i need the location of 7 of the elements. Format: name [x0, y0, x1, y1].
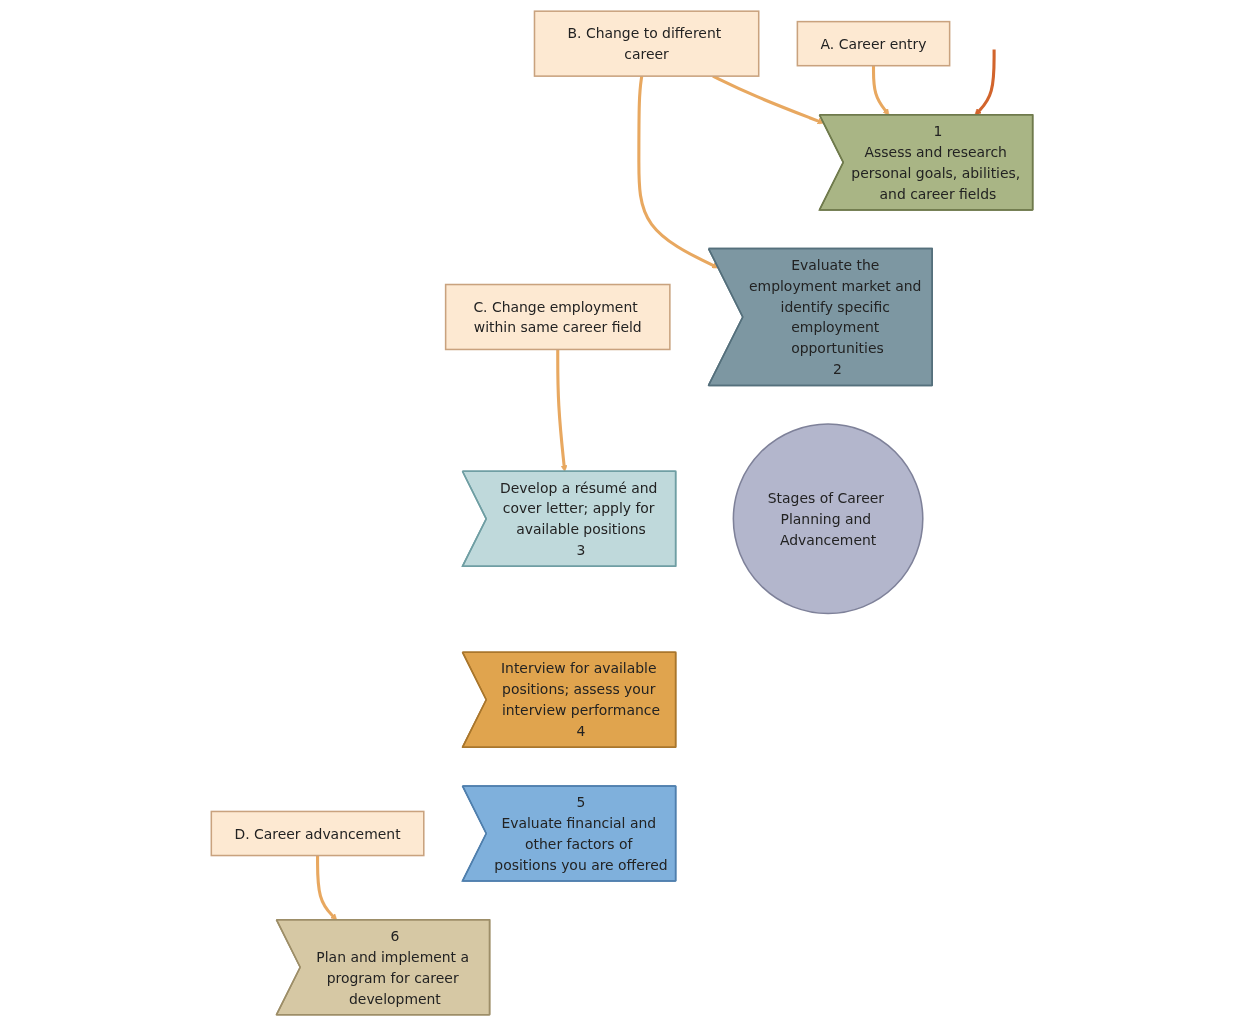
node-box: D. Career advancement	[210, 810, 425, 857]
node-box: A. Career entry	[796, 20, 951, 67]
node-circle: Stages of Career Planning and Advancement	[732, 423, 924, 615]
node-box: C. Change employment within same career field	[444, 283, 671, 351]
arrow	[556, 349, 568, 472]
arrow	[637, 75, 719, 269]
node-box: B. Change to different career	[533, 10, 760, 77]
